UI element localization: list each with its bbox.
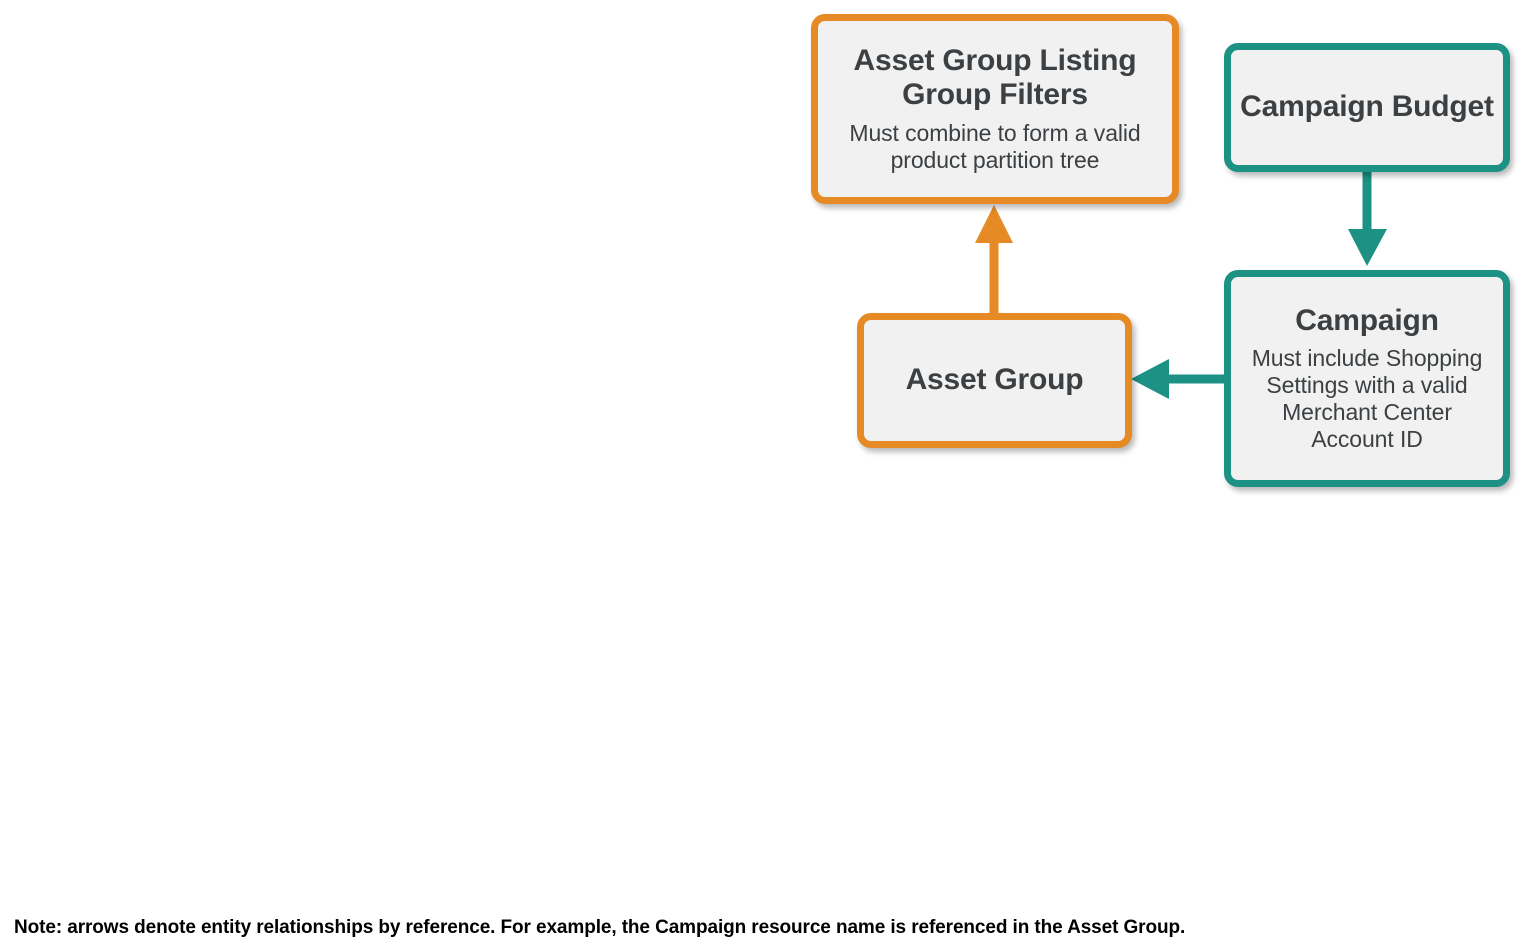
node-campaign[interactable]: Campaign Must include Shopping Settings … <box>1224 270 1510 487</box>
node-asset-group[interactable]: Asset Group <box>857 313 1132 448</box>
node-subtitle: Must combine to form a valid product par… <box>849 119 1141 173</box>
node-campaign-budget[interactable]: Campaign Budget <box>1224 43 1510 172</box>
node-title: Campaign Budget <box>1240 90 1494 124</box>
edge-campaign-to-asset-group <box>1131 359 1229 399</box>
edge-campaign-budget-to-campaign <box>1348 168 1387 266</box>
diagram-footnote: Note: arrows denote entity relationships… <box>14 917 1186 938</box>
node-title: Asset Group Listing Group Filters <box>853 43 1137 112</box>
edge-asset-group-to-listing-group-filters <box>975 205 1013 318</box>
node-asset-group-listing-group-filters[interactable]: Asset Group Listing Group Filters Must c… <box>811 14 1179 204</box>
node-title: Asset Group <box>905 363 1084 397</box>
node-subtitle: Must include Shopping Settings with a va… <box>1251 345 1483 453</box>
node-title: Campaign <box>1295 303 1439 337</box>
